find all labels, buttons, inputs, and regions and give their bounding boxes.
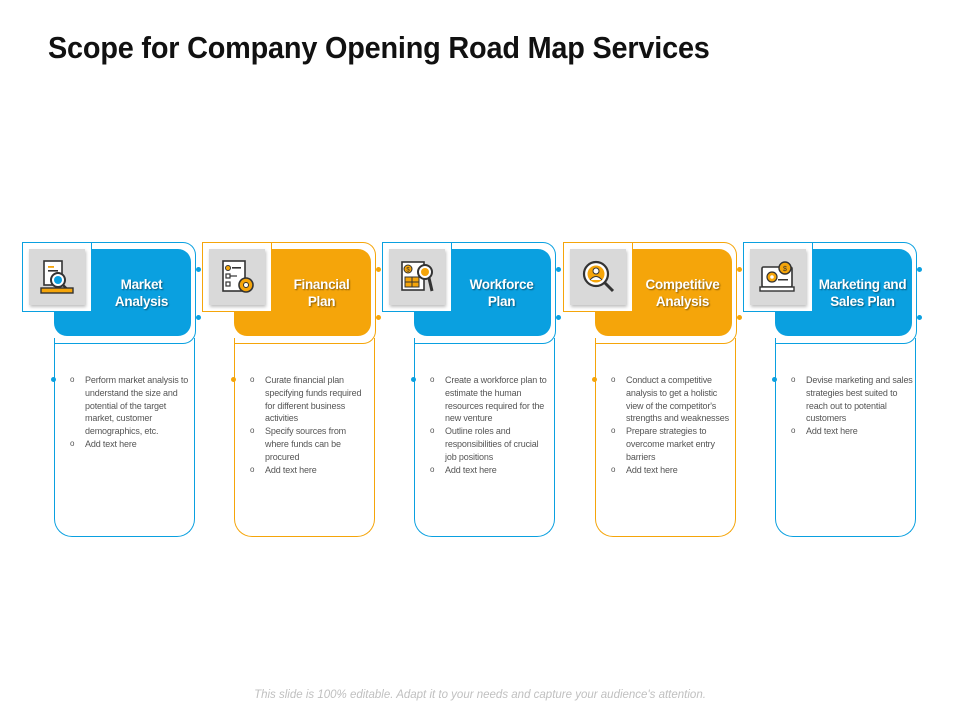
icon-box: $ [743,242,813,312]
connector-dot [556,267,561,272]
step-title: Workforce Plan [469,276,534,309]
icon-box [563,242,633,312]
connector-dot [917,315,922,320]
bullet-item: Add text here [611,464,733,477]
bullet-item: Prepare strategies to overcome market en… [611,425,733,463]
financial-plan-icon [209,249,265,305]
footer-note: This slide is 100% editable. Adapt it to… [254,689,706,701]
market-analysis-icon [29,249,85,305]
bullet-item: Add text here [791,425,913,438]
connector-dot [917,267,922,272]
connector-dot [196,315,201,320]
description-frame [595,338,736,537]
marketing-sales-icon: $ [750,249,806,305]
connector-dot [376,315,381,320]
connector-dot [196,267,201,272]
svg-text:$: $ [406,268,410,274]
page-title: Scope for Company Opening Road Map Servi… [48,30,710,65]
bullet-item: Curate financial plan specifying funds r… [250,374,372,425]
bullet-list: Devise marketing and sales strategies be… [791,374,913,438]
bullet-list: Create a workforce plan to estimate the … [430,374,552,476]
step-header: Marketing and Sales Plan [775,249,912,336]
bullet-item: Conduct a competitive analysis to get a … [611,374,733,425]
step-title: Market Analysis [114,276,169,309]
bullet-item: Outline roles and responsibilities of cr… [430,425,552,463]
connector-dot [737,267,742,272]
connector-dot [51,377,56,382]
step-card-marketing-sales-plan: Marketing and Sales Plan $ Devise market… [743,242,922,542]
bullet-item: Create a workforce plan to estimate the … [430,374,552,425]
connector-dot [376,267,381,272]
step-frame [775,242,917,344]
competitive-analysis-icon [570,249,626,305]
connector-dot [592,377,597,382]
bullet-item: Perform market analysis to understand th… [70,374,192,438]
step-card-workforce-plan: Workforce Plan $ Create a workforce plan… [382,242,561,542]
icon-box [22,242,92,312]
bullet-list: Conduct a competitive analysis to get a … [611,374,733,476]
connector-dot [556,315,561,320]
step-title: Marketing and Sales Plan [818,276,907,309]
bullet-item: Add text here [430,464,552,477]
step-title: Competitive Analysis [645,276,720,309]
bullet-list: Curate financial plan specifying funds r… [250,374,372,476]
icon-box [202,242,272,312]
step-frame [414,242,556,344]
step-title: Financial Plan [293,276,350,309]
workforce-plan-icon: $ [389,249,445,305]
step-card-competitive-analysis: Competitive Analysis Conduct a competiti… [563,242,742,542]
svg-text:$: $ [783,266,787,273]
connector-dot [737,315,742,320]
step-card-market-analysis: Market Analysis Perform market analysis … [22,242,201,542]
step-card-financial-plan: Financial Plan Curate financial plan spe… [202,242,381,542]
bullet-list: Perform market analysis to understand th… [70,374,192,451]
connector-dot [772,377,777,382]
description-frame [54,338,195,537]
step-frame [234,242,376,344]
connector-dot [411,377,416,382]
bullet-item: Add text here [70,438,192,451]
connector-dot [231,377,236,382]
step-frame [595,242,737,344]
bullet-item: Specify sources from where funds can be … [250,425,372,463]
description-frame [775,338,916,537]
step-frame [54,242,196,344]
icon-box: $ [382,242,452,312]
description-frame [414,338,555,537]
bullet-item: Devise marketing and sales strategies be… [791,374,913,425]
bullet-item: Add text here [250,464,372,477]
description-frame [234,338,375,537]
